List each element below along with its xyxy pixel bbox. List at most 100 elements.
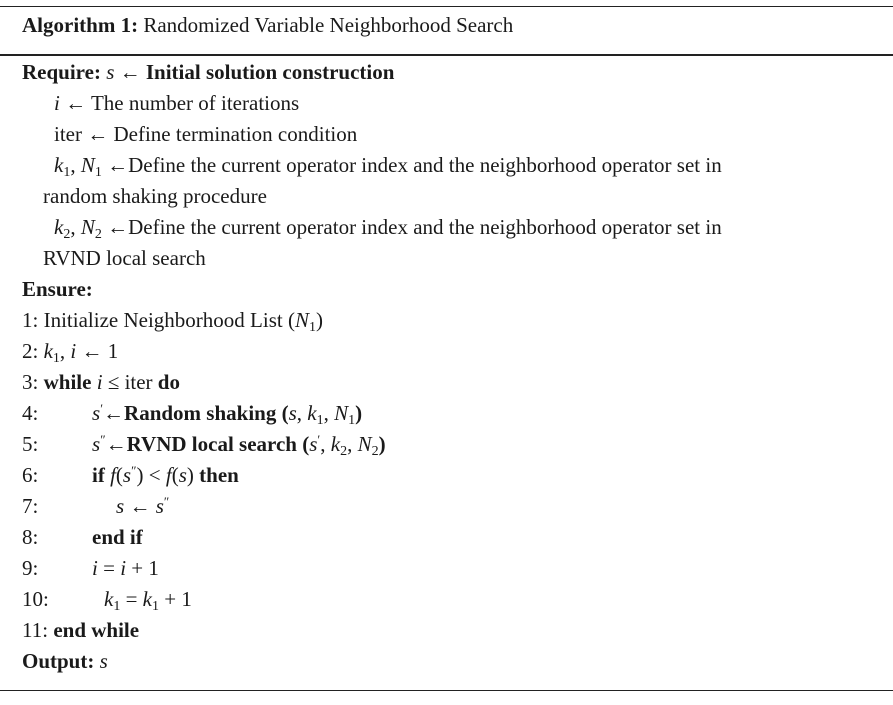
step-8-number: 8: (22, 522, 38, 552)
var-N: N (357, 432, 372, 456)
plus-symbol: + (131, 556, 144, 580)
step-9-number: 9: (22, 553, 38, 583)
comma: , (296, 401, 308, 425)
subscript-1: 1 (52, 351, 60, 366)
step-5: s″←RVND local search (s′, k2, N2) (92, 432, 386, 459)
require-i-line: i ← The number of iterations (54, 88, 299, 118)
output-keyword: Output: (22, 649, 95, 673)
step-number: 3: (22, 370, 39, 394)
comma: , (323, 401, 335, 425)
step-number: 6: (22, 463, 39, 487)
ensure-line: Ensure: (22, 274, 93, 304)
var-N: N (80, 215, 95, 239)
subscript-1: 1 (94, 165, 102, 180)
do-keyword: do (157, 370, 180, 394)
step-5-number: 5: (22, 429, 38, 459)
arrow-symbol: ← (87, 122, 109, 146)
double-prime-mark: ″ (163, 494, 170, 509)
var-k: k (142, 587, 152, 611)
comma: , (70, 153, 81, 177)
rvnd-local-search-fn: RVND local search (126, 432, 297, 456)
step-number: 4: (22, 401, 39, 425)
require-iter-line: iter ← Define termination condition (54, 119, 357, 149)
require-k1n1-line: k1, N1 ←Define the current operator inde… (54, 150, 722, 180)
subscript-1: 1 (308, 320, 316, 335)
var-i: i (70, 339, 77, 363)
var-s: s (92, 401, 101, 425)
step-4: s′←Random shaking (s, k1, N1) (92, 401, 363, 428)
require-i-text: The number of iterations (90, 91, 300, 115)
subscript-1: 1 (316, 413, 324, 428)
value-one: 1 (181, 587, 192, 611)
comma: , (320, 432, 331, 456)
step-1: 1: Initialize Neighborhood List (N1) (22, 305, 323, 335)
prime-mark: ′ (100, 401, 104, 416)
var-N: N (80, 153, 95, 177)
require-iter-text: Define termination condition (113, 122, 358, 146)
step-number: 7: (22, 494, 39, 518)
var-s: s (92, 432, 101, 456)
end-if-keyword: end if (92, 525, 143, 549)
subscript-1: 1 (63, 165, 71, 180)
require-keyword: Require: (22, 60, 101, 84)
eq-symbol: = (125, 587, 138, 611)
step-number: 9: (22, 556, 39, 580)
var-iter: iter (124, 370, 153, 394)
caption-title: Randomized Variable Neighborhood Search (143, 13, 514, 37)
step-7: s ← s″ (116, 491, 169, 521)
var-N: N (334, 401, 349, 425)
arrow-symbol: ← (119, 60, 141, 84)
subscript-1: 1 (152, 599, 159, 614)
var-i: i (92, 556, 98, 580)
subscript-1: 1 (113, 599, 121, 614)
var-k: k (54, 215, 64, 239)
var-f: f (110, 463, 116, 487)
var-s: s (116, 494, 125, 518)
top-rule (0, 6, 893, 7)
step-11: 11: end while (22, 615, 139, 645)
step-9: i = i + 1 (92, 553, 159, 583)
var-i: i (96, 370, 103, 394)
caption-label: Algorithm 1: (22, 13, 139, 37)
var-k: k (330, 432, 341, 456)
subscript-2: 2 (371, 444, 379, 459)
step-number: 2: (22, 339, 39, 363)
var-iter: iter (54, 122, 82, 146)
subscript-2: 2 (63, 227, 71, 242)
var-k: k (307, 401, 317, 425)
step-3: 3: while i ≤ iter do (22, 367, 180, 397)
arrow-symbol: ← (105, 432, 127, 456)
step-10: k1 = k1 + 1 (104, 584, 192, 614)
arrow-symbol: ← (107, 153, 129, 177)
value-one: 1 (107, 339, 119, 363)
subscript-1: 1 (348, 413, 356, 428)
algorithm-caption: Algorithm 1: Randomized Variable Neighbo… (22, 10, 513, 40)
var-s: s (155, 494, 164, 518)
require-k2n2-cont-text: RVND local search (43, 246, 206, 270)
step-6-number: 6: (22, 460, 38, 490)
arrow-symbol: ← (129, 494, 151, 518)
var-k: k (43, 339, 53, 363)
comma: , (347, 432, 358, 456)
require-k1n1-cont-text: random shaking procedure (43, 184, 267, 208)
var-k: k (54, 153, 64, 177)
output-line: Output: s (22, 646, 108, 676)
step-number: 10: (22, 587, 49, 611)
double-prime-mark: ″ (131, 463, 137, 478)
step-1-text: Initialize Neighborhood List ( (43, 308, 295, 332)
step-7-number: 7: (22, 491, 38, 521)
require-k2n2-text: Define the current operator index and th… (128, 215, 722, 239)
require-k1n1-text: Define the current operator index and th… (128, 153, 722, 177)
step-2: 2: k1, i ← 1 (22, 336, 118, 366)
require-line: Require: s ← Initial solution constructi… (22, 57, 394, 87)
var-s: s (106, 60, 115, 84)
step-8: end if (92, 522, 143, 552)
step-number: 5: (22, 432, 39, 456)
step-number: 8: (22, 525, 39, 549)
step-number: 11: (22, 618, 49, 642)
arrow-symbol: ← (65, 91, 87, 115)
require-k1n1-cont: random shaking procedure (43, 181, 267, 211)
while-keyword: while (43, 370, 92, 394)
arrow-symbol: ← (81, 339, 103, 363)
var-N: N (294, 308, 309, 332)
